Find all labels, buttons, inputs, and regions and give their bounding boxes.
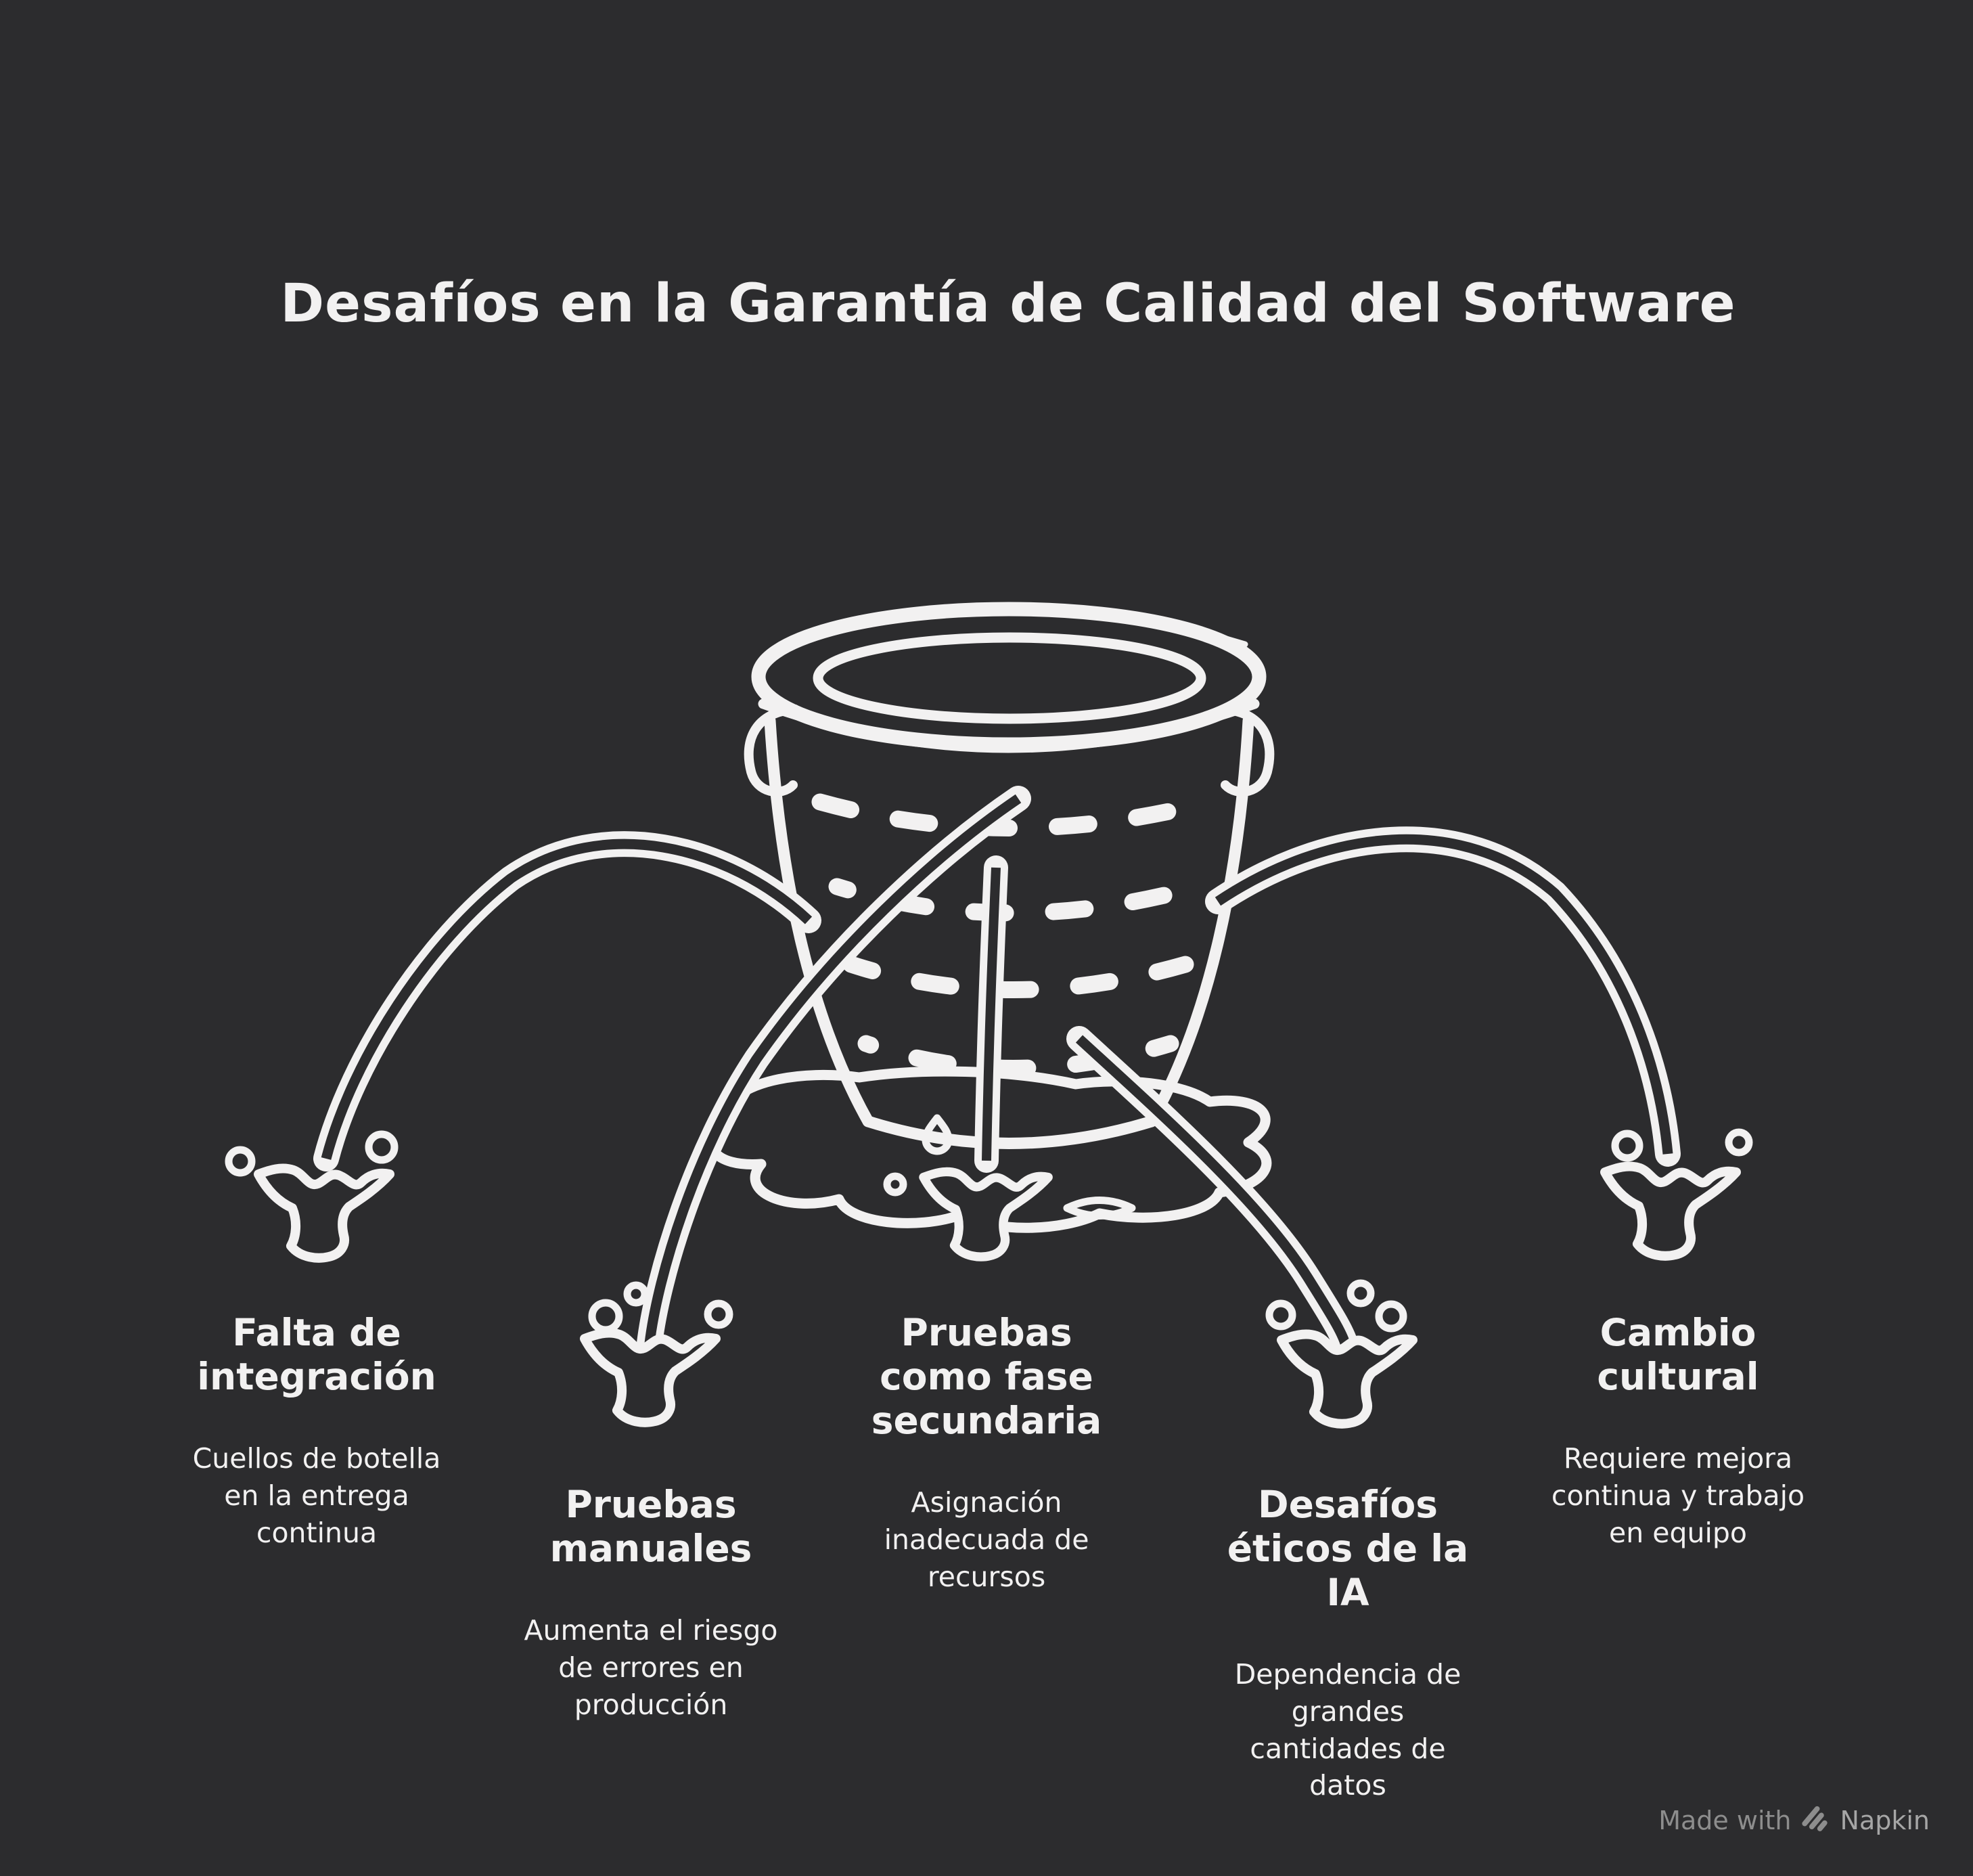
splash-icon bbox=[1282, 1335, 1413, 1424]
leak-label-pruebas-como-fase-secundaria: Pruebas como fase secundaria Asignación … bbox=[777, 1298, 1196, 1608]
leak-title: Pruebas como fase secundaria bbox=[871, 1311, 1102, 1442]
leak-description: Aumenta el riesgo de errores en producci… bbox=[524, 1613, 778, 1721]
watermark-brand: Napkin bbox=[1840, 1806, 1930, 1835]
droplet-icon bbox=[1375, 1300, 1407, 1333]
stream-center bbox=[974, 855, 1008, 1173]
stream-far-left bbox=[313, 831, 821, 1171]
stream-right bbox=[1066, 1026, 1359, 1361]
bucket-handle-right bbox=[1219, 705, 1275, 797]
bucket-bottom bbox=[862, 1115, 1158, 1149]
droplet-icon bbox=[1346, 1279, 1375, 1308]
leak-title: Desafíos éticos de la IA bbox=[1227, 1483, 1469, 1614]
leak-label-desafios-eticos-de-la-ia: Desafíos éticos de la IA Dependencia de … bbox=[1138, 1470, 1558, 1817]
leak-title: Falta de integración bbox=[197, 1311, 436, 1398]
bucket bbox=[744, 602, 1275, 1149]
watermark: Made with Napkin bbox=[1658, 1806, 1930, 1835]
leak-description: Dependencia de grandes cantidades de dat… bbox=[1234, 1657, 1461, 1802]
puddle bbox=[706, 1066, 1272, 1233]
splash-icon bbox=[258, 1169, 390, 1258]
leak-description: Asignación inadecuada de recursos bbox=[884, 1486, 1089, 1593]
leak-title: Cambio cultural bbox=[1597, 1311, 1759, 1398]
droplet-icon bbox=[1725, 1128, 1753, 1157]
splash-icon bbox=[924, 1171, 1048, 1257]
droplet-icon bbox=[883, 1172, 907, 1197]
splash-icon bbox=[1605, 1167, 1736, 1256]
droplet-icon bbox=[365, 1130, 399, 1164]
water-streams bbox=[313, 786, 1681, 1361]
splash-droplets bbox=[225, 1128, 1753, 1334]
stream-left bbox=[637, 786, 1031, 1356]
watermark-made-with: Made with bbox=[1658, 1806, 1792, 1835]
droplet-icon bbox=[225, 1146, 256, 1177]
splash-icon bbox=[585, 1333, 716, 1423]
bucket-rim-band bbox=[758, 698, 1260, 753]
stream-far-right bbox=[1205, 826, 1681, 1167]
leak-label-falta-de-integracion: Falta de integración Cuellos de botella … bbox=[107, 1298, 526, 1565]
droplet-icon bbox=[1611, 1130, 1643, 1162]
droplet-icon bbox=[623, 1281, 649, 1307]
droplet-icon bbox=[1265, 1299, 1296, 1331]
droplet-icon bbox=[704, 1299, 733, 1329]
bucket-wall-right bbox=[1146, 715, 1254, 1127]
bucket-handle-left bbox=[744, 705, 800, 797]
leak-description: Requiere mejora continua y trabajo en eq… bbox=[1551, 1442, 1805, 1549]
leak-label-pruebas-manuales: Pruebas manuales Aumenta el riesgo de er… bbox=[441, 1470, 861, 1737]
puddle-lens bbox=[1063, 1197, 1136, 1220]
droplet-icon bbox=[588, 1299, 623, 1334]
leak-title: Pruebas manuales bbox=[549, 1483, 752, 1570]
droplet-icon bbox=[922, 1114, 953, 1155]
leak-label-cambio-cultural: Cambio cultural Requiere mejora continua… bbox=[1468, 1298, 1888, 1565]
leak-description: Cuellos de botella en la entrega continu… bbox=[192, 1442, 441, 1549]
puddle-outline bbox=[706, 1066, 1272, 1233]
diagram-title: Desafíos en la Garantía de Calidad del S… bbox=[280, 273, 1736, 334]
bucket-water-level-dashes bbox=[811, 793, 1219, 1077]
napkin-logo-icon bbox=[1801, 1806, 1828, 1831]
bucket-rim-inner bbox=[813, 632, 1206, 724]
